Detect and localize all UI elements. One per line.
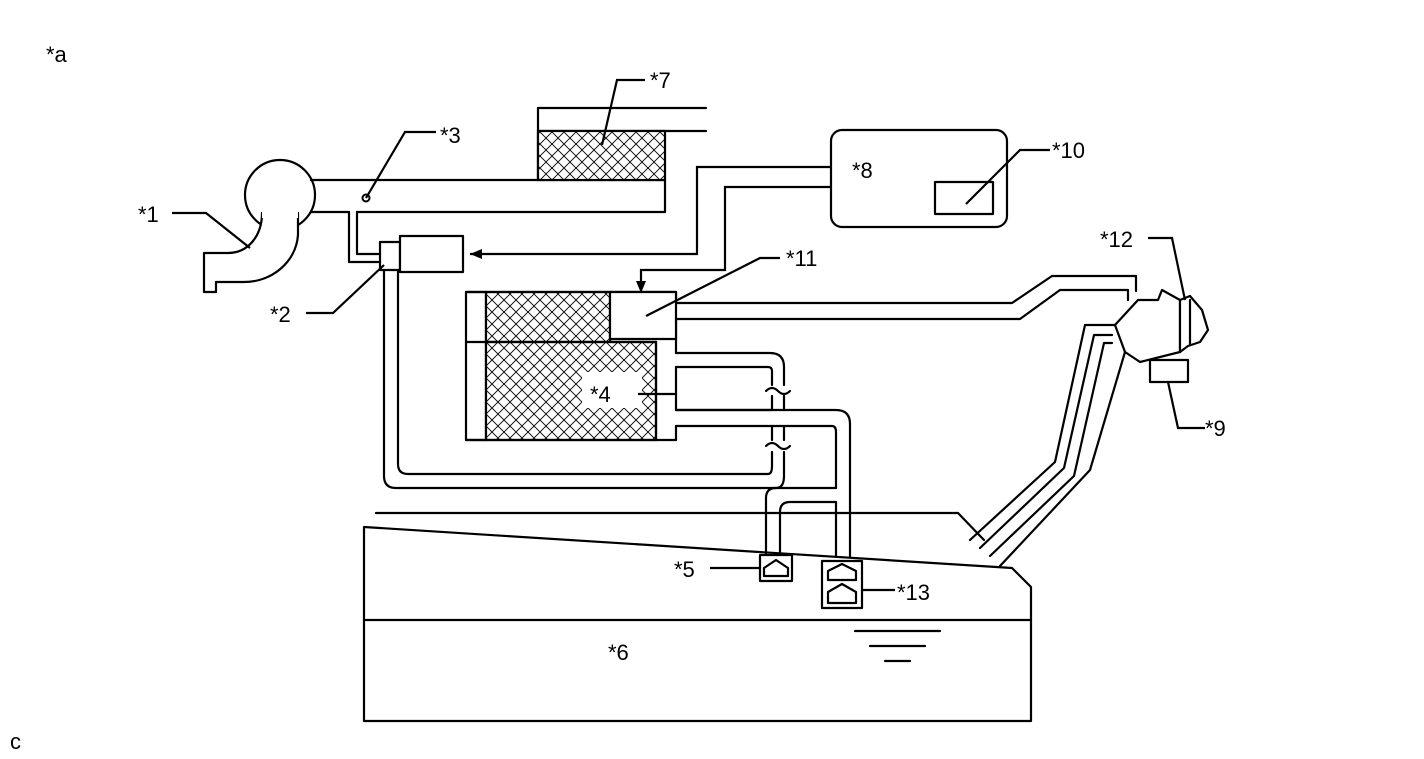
fuel-tank: [362, 511, 1033, 723]
filler-neck: [1113, 288, 1210, 384]
callout-9: *9: [1205, 416, 1226, 441]
fuel-cutoff-valve: [758, 553, 794, 583]
callout-10: *10: [1052, 138, 1085, 163]
footer-mark: c: [10, 729, 21, 754]
ecm-wiring: [470, 165, 831, 293]
callout-13: *13: [897, 580, 930, 605]
callout-11: *11: [786, 246, 817, 271]
intake-manifold: [202, 158, 317, 294]
filler-pipe: [968, 323, 1127, 568]
roll-over-valve: [820, 559, 864, 610]
callout-1: *1: [138, 202, 159, 227]
canister-pipes: [674, 351, 852, 558]
air-cleaner: [536, 106, 708, 182]
canister-pump-module: [608, 290, 678, 341]
callout-2: *2: [270, 302, 291, 327]
vent-line: [674, 274, 1138, 321]
leader-lines: [172, 78, 1205, 592]
fuel-tank-cap: [1148, 358, 1190, 384]
callout-12: *12: [1100, 227, 1133, 252]
corner-label: *a: [46, 42, 68, 67]
callout-4: *4: [590, 382, 611, 407]
callout-7: *7: [650, 68, 671, 93]
callout-5: *5: [674, 557, 695, 582]
callout-6: *6: [608, 640, 629, 665]
air-cleaner-element: [536, 129, 667, 182]
purge-vsv: [347, 193, 465, 274]
tank-pipes: [764, 486, 838, 558]
ecm: [829, 128, 1009, 229]
liquid-level-symbol: [853, 629, 942, 663]
charcoal-canister: [464, 290, 678, 442]
callout-8: *8: [852, 158, 873, 183]
callout-3: *3: [440, 123, 461, 148]
